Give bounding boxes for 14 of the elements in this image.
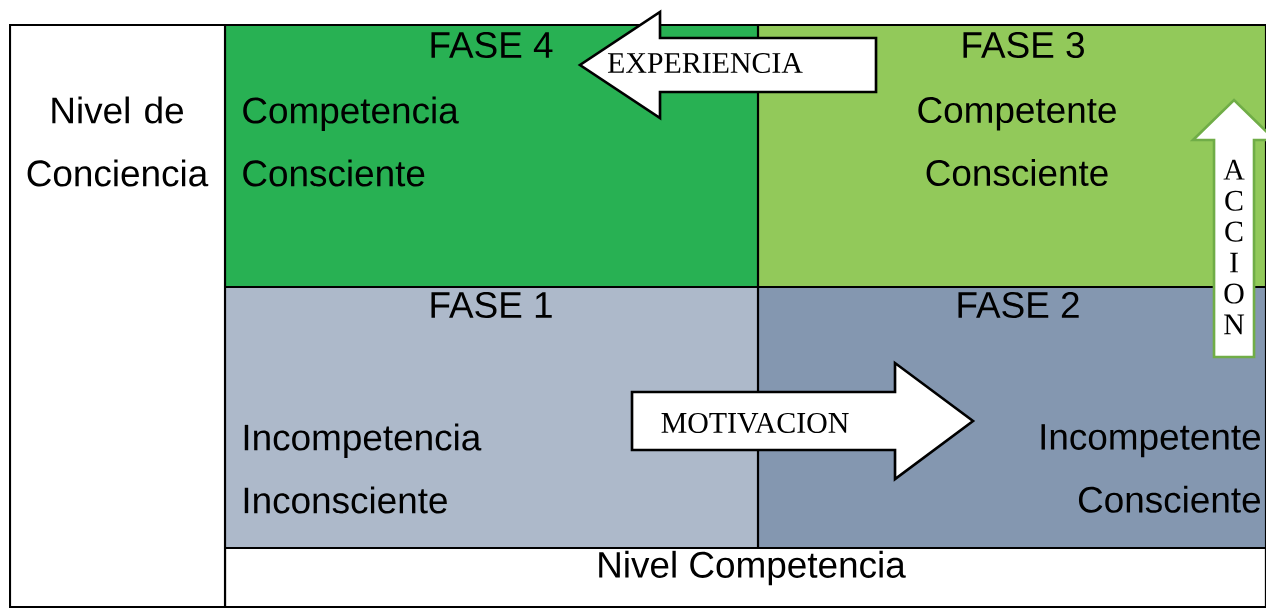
- edge-label: MOTIVACION: [658, 411, 852, 435]
- stage-label: Competencia Consciente: [243, 96, 459, 187]
- edge-label: EXPERIENCIA: [605, 51, 805, 75]
- phase-title: FASE 1: [431, 291, 552, 319]
- axis-label: Nivel Competencia: [599, 550, 906, 586]
- stage-label: Competente Consciente: [918, 97, 1116, 186]
- axis-label: Nivel de Conciencia: [27, 96, 209, 187]
- block-arrow: [1189, 98, 1266, 359]
- phase-title: FASE 4: [431, 31, 553, 59]
- stage-label: Incompetente Consciente: [1041, 424, 1260, 513]
- edge-label: ACCION: [1223, 159, 1245, 335]
- stage-label: Incompetencia Inconsciente: [244, 423, 482, 514]
- phase-title: FASE 2: [958, 291, 1079, 319]
- phase-title: FASE 3: [963, 31, 1084, 59]
